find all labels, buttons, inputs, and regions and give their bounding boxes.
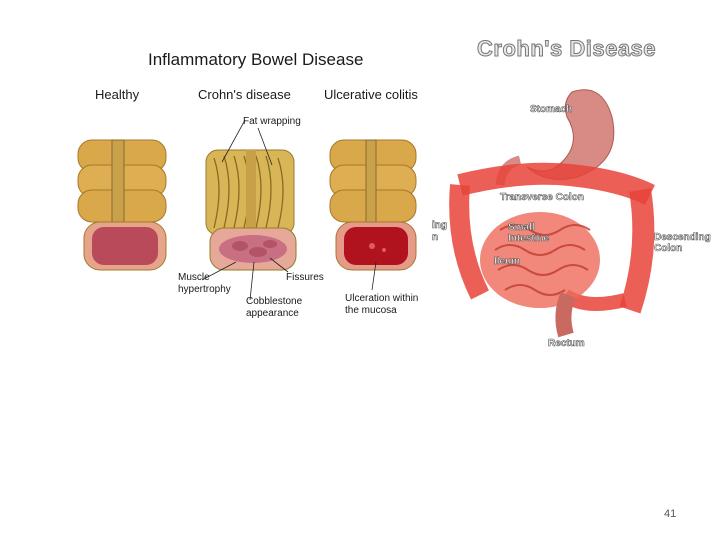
label-cobblestone: Cobblestone appearance xyxy=(246,296,303,319)
label-stomach: Stomach xyxy=(530,104,573,116)
label-ileum: Ileum xyxy=(494,256,521,268)
label-fissures: Fissures xyxy=(286,272,324,283)
crohns-intestine xyxy=(201,119,297,301)
column-header-crohns: Crohn's disease xyxy=(198,87,291,102)
gi-tract-illustration xyxy=(449,89,655,338)
column-header-healthy: Healthy xyxy=(95,87,140,102)
healthy-intestine xyxy=(77,139,167,271)
label-cut-left-2: n xyxy=(432,232,439,244)
label-transverse-colon: Transverse Colon xyxy=(500,192,585,204)
column-header-uc: Ulcerative colitis xyxy=(324,87,418,102)
label-muscle-hypertrophy: Muscle hypertrophy xyxy=(178,272,231,295)
crohns-title: Crohn's Disease xyxy=(476,36,657,62)
label-cut-left-1: ing xyxy=(432,220,448,232)
label-fat-wrapping: Fat wrapping xyxy=(243,116,301,127)
page-number: 41 xyxy=(664,508,677,520)
label-descending-colon: Descending Colon xyxy=(654,232,711,255)
label-rectum: Rectum xyxy=(548,338,585,350)
ibd-title: Inflammatory Bowel Disease xyxy=(148,50,364,69)
label-small-intestine: Small Intestine xyxy=(508,222,550,245)
uc-intestine xyxy=(329,139,417,291)
label-ulceration: Ulceration within the mucosa xyxy=(345,293,419,316)
